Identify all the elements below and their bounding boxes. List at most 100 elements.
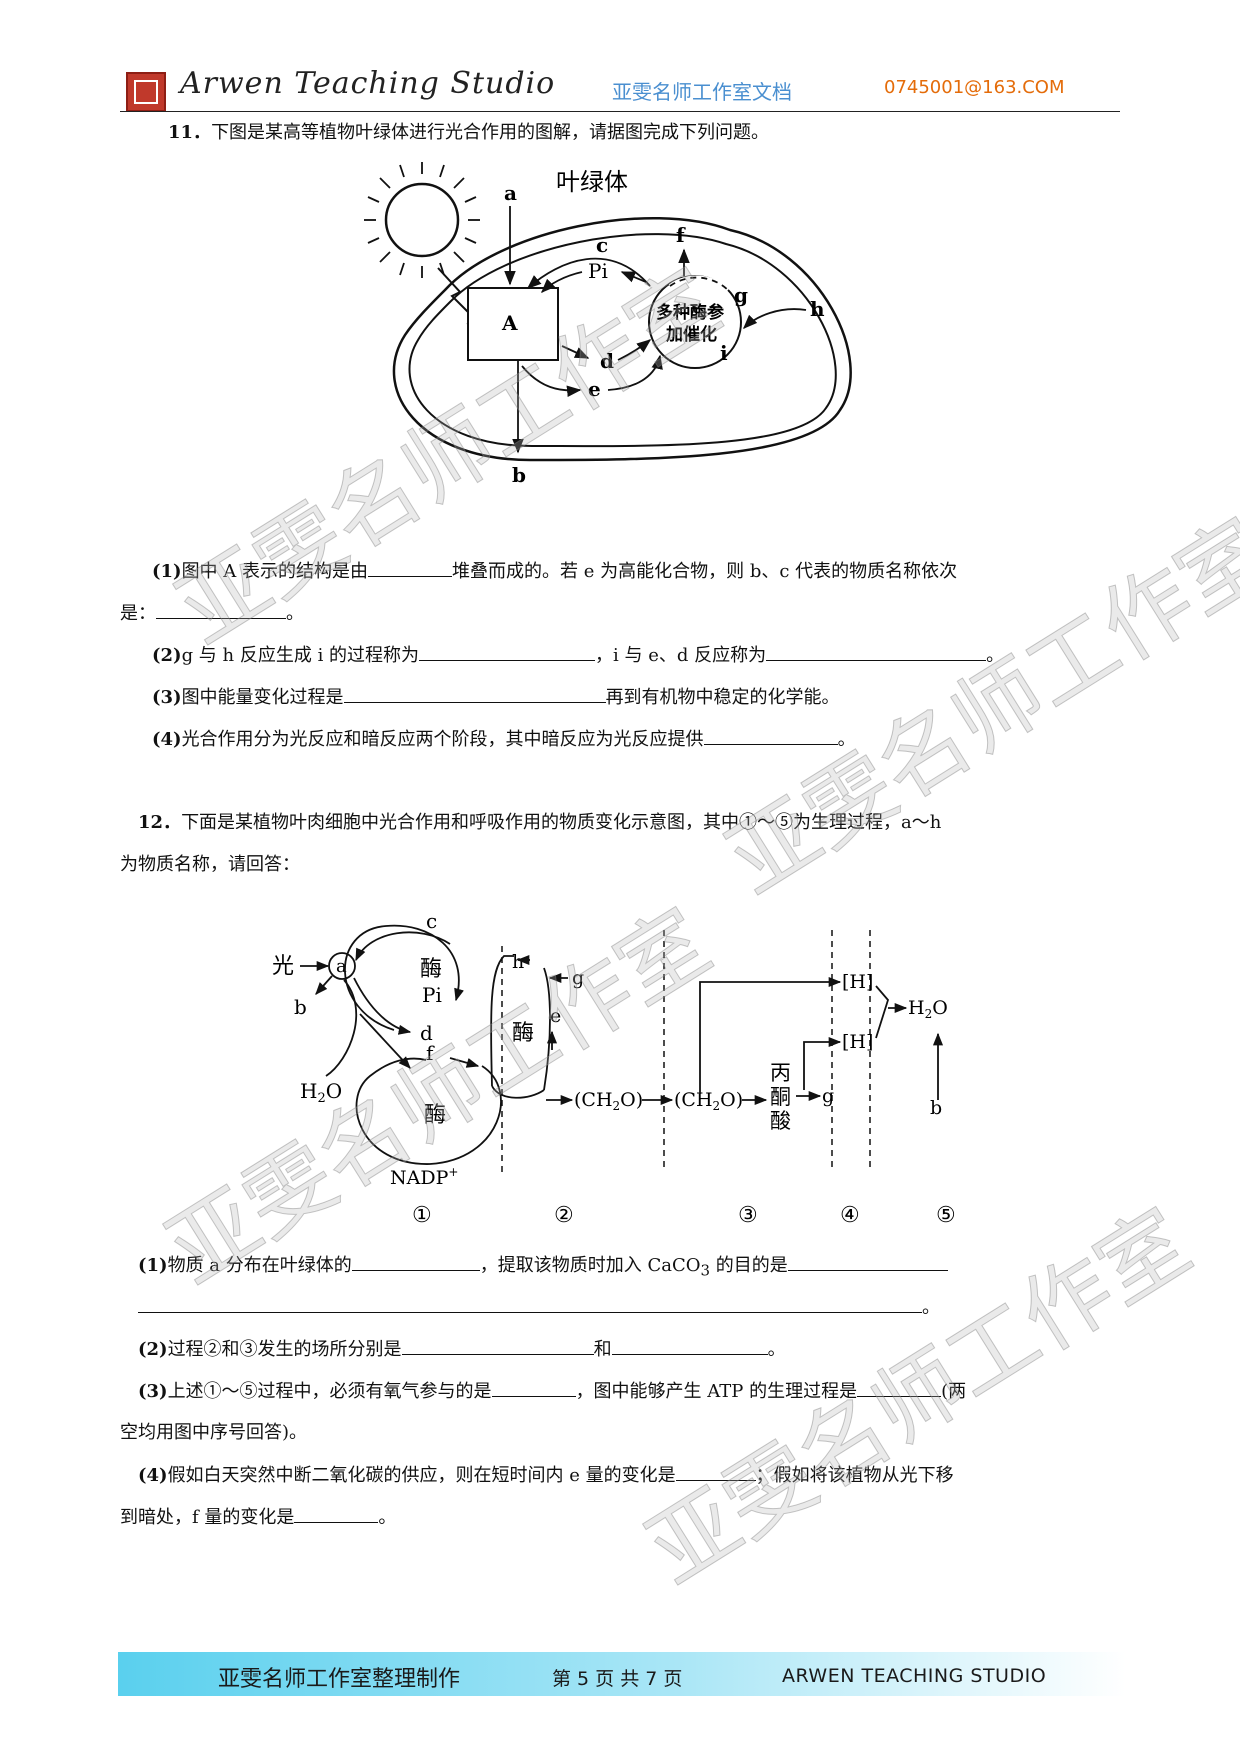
label-pi12: Pi [422,983,442,1007]
pyruvate-2: 酮 [770,1085,791,1109]
q11-p3-text-b: 再到有机物中稳定的化学能。 [605,687,840,708]
q12-p2-end: 。 [767,1339,786,1360]
q12-intro-a: 下面是某植物叶肉细胞中光合作用和呼吸作用的物质变化示意图，其中①～⑤为生理过程，… [181,812,942,833]
q12-part1-cont: 。 [138,1294,940,1321]
q12-p3-blank-2[interactable] [857,1378,942,1397]
q12-part3-cont: 空均用图中序号回答)。 [120,1422,308,1443]
header-brand: Arwen Teaching Studio [180,66,556,101]
q12-p3-text-c: (两 [941,1381,967,1402]
label-i: i [720,341,728,365]
q12-intro: 12．下面是某植物叶肉细胞中光合作用和呼吸作用的物质变化示意图，其中①～⑤为生理… [138,810,941,836]
q12-p4-blank-1[interactable] [675,1462,756,1481]
q11-p2-num: (2) [152,645,182,666]
stage-1: ① [412,1203,432,1228]
q12-intro-cont: 为物质名称，请回答： [120,854,300,875]
q12-part4: (4)假如白天突然中断二氧化碳的供应，则在短时间内 e 量的变化是 ；假如将该植物… [138,1462,954,1489]
q11-p1-blank-1[interactable] [368,558,453,577]
q12-p2-text-b: 和 [593,1339,612,1360]
q12-p4-text-b: ；假如将该植物从光下移 [755,1465,954,1486]
q11-p3-num: (3) [152,687,182,708]
pyruvate-1: 丙 [770,1061,791,1085]
q12-part3: (3)上述①～⑤过程中，必须有氧气参与的是，图中能够产生 ATP 的生理过程是(… [138,1378,966,1405]
q12-part4-cont: 到暗处，f 量的变化是 。 [120,1504,396,1531]
q11-intro: 11．下图是某高等植物叶绿体进行光合作用的图解，请据图完成下列问题。 [168,120,769,146]
label-c: c [596,233,608,257]
q12-p1-blank-1[interactable] [351,1252,480,1271]
label-b12b: b [930,1097,942,1119]
q12-p4-num: (4) [138,1465,168,1486]
label-d12: d [420,1021,433,1045]
label-h: h [810,297,825,321]
q12-part1: (1)物质 a 分布在叶绿体的，提取该物质时加入 CaCO3 的目的是 [138,1252,948,1284]
enzyme-middle: 酶 [512,1021,534,1046]
label-A: A [501,311,518,335]
label-nadp: NADP+ [390,1165,458,1189]
q11-p1-text-c: 是： [120,603,156,624]
q12-p1-text-c: 的目的是 [710,1255,788,1276]
studio-logo [126,72,166,112]
q12-p2-blank-2[interactable] [611,1336,768,1355]
q11-p2-blank-1[interactable] [419,642,596,661]
stage-2: ② [554,1203,574,1228]
q11-p1-text-b: 堆叠而成的。若 e 为高能化合物，则 b、c 代表的物质名称依次 [452,561,958,582]
q11-p2-text-b: ，i 与 e、d 反应称为 [595,645,767,666]
q11-p2-end: 。 [986,645,1005,666]
q12-part2: (2)过程②和③发生的场所分别是 和 。 [138,1336,786,1363]
photosynthesis-respiration-diagram: 光 a b c 酶 Pi d f H2O 酶 NADP+ h g e 酶 (CH… [272,909,956,1228]
q12-p1-sub: 3 [700,1261,711,1280]
q11-p3-blank[interactable] [343,684,606,703]
q11-p1-end: 。 [286,603,304,624]
q11-p1-blank-2[interactable] [156,600,286,619]
q12-p1-blank-2[interactable] [787,1252,948,1271]
enzyme-label-2: 加催化 [665,324,717,345]
q11-p1-num: (1) [152,561,182,582]
label-hh-1: [H] [842,971,873,993]
label-d: d [600,349,614,373]
q11-p1-text-a: 图中 A 表示的结构是由 [181,561,369,582]
q11-part2: (2)g 与 h 反应生成 i 的过程称为 ，i 与 e、d 反应称为 。 [152,642,1004,669]
q11-part1-cont: 是： 。 [120,600,304,627]
q12-p4-blank-2[interactable] [294,1504,379,1523]
q11-p4-text-a: 光合作用分为光反应和暗反应两个阶段，其中暗反应为光反应提供 [181,729,704,750]
q12-p3-num: (3) [138,1381,168,1402]
q11-p2-blank-2[interactable] [766,642,987,661]
footer-page: 第 5 页 共 7 页 [552,1668,683,1690]
q11-p2-text-a: g 与 h 反应生成 i 的过程称为 [181,645,420,666]
label-b: b [512,463,526,487]
label-g12b: g [822,1085,834,1107]
q12-p4-end: 。 [378,1507,397,1528]
label-a12: a [336,956,347,977]
q12-p1-blank-3[interactable] [138,1294,922,1313]
q12-p3-text-b: ，图中能够产生 ATP 的生理过程是 [575,1381,858,1402]
header-rule [120,111,1120,112]
q11-p4-num: (4) [152,729,182,750]
label-hh-2: [H] [842,1031,873,1053]
q11-intro-text: 下图是某高等植物叶绿体进行光合作用的图解，请据图完成下列问题。 [211,122,770,143]
q12-p2-blank-1[interactable] [401,1336,594,1355]
q11-number: 11． [168,122,212,143]
label-h12: h [512,951,524,973]
label-pi: Pi [588,259,608,283]
footer-left: 亚雯名师工作室整理制作 [218,1667,461,1692]
label-ch2o-1: (CH2O) [574,1089,643,1113]
header-email: 0745001@163.COM [884,77,1065,98]
stage-3: ③ [738,1203,758,1228]
q11-p4-blank[interactable] [703,726,838,745]
footer-right: ARWEN TEACHING STUDIO [782,1665,1047,1687]
label-a: a [504,181,517,205]
label-g12: g [572,967,584,989]
q12-p4-text-a: 假如白天突然中断二氧化碳的供应，则在短时间内 e 量的变化是 [167,1465,676,1486]
label-f12: f [426,1041,435,1065]
stage-4: ④ [840,1203,860,1228]
label-f: f [676,223,686,247]
q12-p4-text-c: 到暗处，f 量的变化是 [120,1507,295,1528]
label-h2o-out: H2O [908,997,948,1021]
q12-p1-text-b: ，提取该物质时加入 CaCO [479,1255,701,1276]
q12-p2-text-a: 过程②和③发生的场所分别是 [167,1339,402,1360]
q12-p3-blank-1[interactable] [491,1378,576,1397]
q12-p2-num: (2) [138,1339,168,1360]
footer-bar [118,1652,1126,1696]
label-c12: c [426,909,437,933]
pyruvate-3: 酸 [770,1109,791,1133]
label-b12: b [294,995,307,1019]
